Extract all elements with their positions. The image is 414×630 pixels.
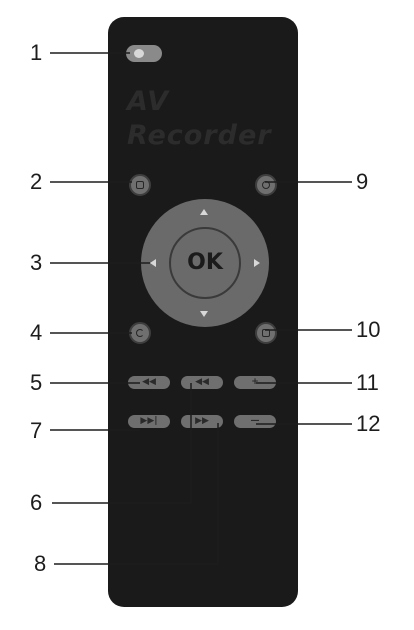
- menu-button[interactable]: [129, 174, 151, 196]
- leader-6: [52, 383, 192, 504]
- ok-button[interactable]: OK: [169, 227, 241, 299]
- down-arrow-icon[interactable]: [200, 311, 208, 317]
- callout-4: 4: [30, 320, 43, 345]
- volume-up-button[interactable]: +: [234, 376, 276, 389]
- callout-2: 2: [30, 169, 43, 194]
- rewind-button[interactable]: ◀◀: [128, 376, 170, 389]
- callout-10: 10: [356, 317, 381, 342]
- right-arrow-icon[interactable]: [254, 259, 260, 267]
- callout-6: 6: [30, 490, 43, 515]
- menu-square-icon: [136, 181, 144, 189]
- next-track-button[interactable]: ▶▶|: [128, 415, 170, 428]
- volume-up-icon: +: [251, 377, 259, 387]
- left-arrow-icon[interactable]: [150, 259, 156, 267]
- previous-icon: ◀◀: [195, 377, 209, 387]
- power-switch[interactable]: [126, 45, 162, 62]
- callout-5: 5: [30, 370, 43, 395]
- callout-3: 3: [30, 250, 43, 275]
- brand-line-2: Recorder: [127, 120, 272, 151]
- callout-1: 1: [30, 40, 43, 65]
- record-button[interactable]: [255, 322, 277, 344]
- callout-11: 11: [356, 370, 379, 395]
- return-button[interactable]: [129, 322, 151, 344]
- rewind-icon: ◀◀: [142, 377, 156, 387]
- callout-9: 9: [356, 169, 369, 194]
- return-icon: [136, 329, 144, 337]
- callout-8: 8: [34, 551, 47, 576]
- leader-8: [54, 423, 219, 565]
- fast-forward-icon: ▶▶: [195, 416, 209, 426]
- settings-button[interactable]: [255, 174, 277, 196]
- next-track-icon: ▶▶|: [140, 416, 158, 426]
- callout-12: 12: [356, 411, 381, 436]
- up-arrow-icon[interactable]: [200, 209, 208, 215]
- brand-line-1: AV: [127, 86, 169, 117]
- callout-7: 7: [30, 418, 43, 443]
- volume-down-icon: —: [250, 416, 260, 426]
